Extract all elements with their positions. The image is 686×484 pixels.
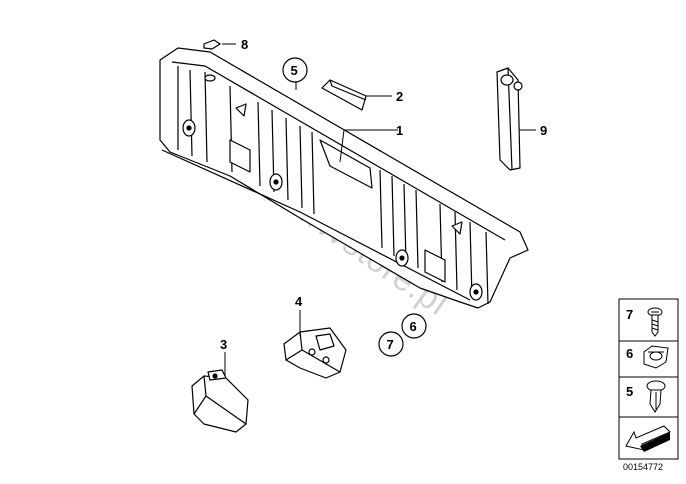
callout-2: 2: [396, 89, 403, 104]
callout-6-circle: [401, 313, 427, 339]
leader-lines: [222, 43, 536, 376]
callout-3: 3: [220, 337, 227, 352]
bracket-part-3: [191, 369, 249, 433]
callout-5: 5: [291, 63, 298, 78]
cover-strip-part-2: [321, 79, 367, 111]
callout-9: 9: [540, 123, 547, 138]
callout-1: 1: [396, 123, 403, 138]
reference-number: 00154772: [623, 462, 663, 472]
clip-nut-icon: [643, 345, 669, 369]
fastener-legend: 7 6 5: [618, 298, 679, 460]
plug-part-8: [203, 39, 222, 50]
screw-icon: [647, 307, 663, 337]
legend-number-6: 6: [626, 346, 633, 361]
callout-5-circle: [282, 57, 308, 83]
trim-panel-part-1: [159, 47, 529, 309]
legend-number-5: 5: [626, 384, 633, 399]
side-strip-part-9: [496, 67, 523, 171]
callout-4: 4: [295, 294, 303, 309]
callout-8: 8: [241, 37, 248, 52]
lock-mount-part-4: [283, 327, 347, 379]
direction-arrow-icon: [625, 425, 671, 452]
expanding-rivet-icon: [646, 380, 666, 413]
callout-7-circle: [378, 331, 404, 357]
legend-number-7: 7: [626, 307, 633, 322]
callout-7: 7: [387, 337, 394, 352]
callout-6: 6: [410, 319, 417, 334]
